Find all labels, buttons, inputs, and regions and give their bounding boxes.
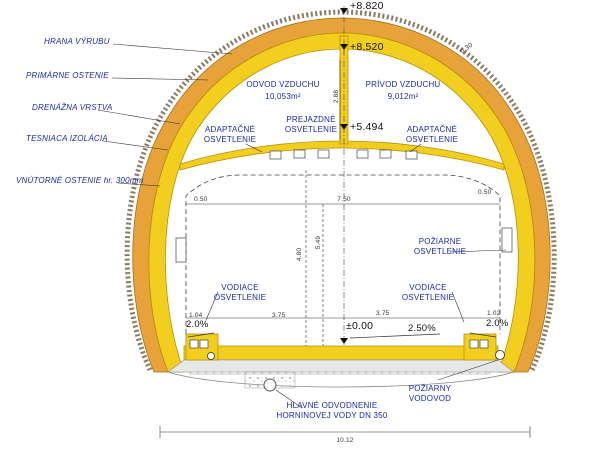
main-drain-pipe: [263, 378, 277, 392]
elevation-marker-top: [340, 8, 348, 14]
elevation-top: +8.820: [350, 0, 384, 12]
label-vnutorne-ostenie: VNÚTORNÉ OSTENIE hr. 300mm: [16, 176, 144, 185]
guide-lighting-right-l2: OSVETLENIE: [401, 293, 455, 302]
left-curb: [185, 333, 219, 361]
dimension-lines: [97, 43, 531, 438]
fire-lighting-l2: OSVETLENIE: [413, 247, 467, 256]
dim-clearance-width: 7.50: [337, 196, 351, 203]
elevation-road: ±0.00: [346, 320, 374, 332]
exhaust-label: ODVOD VZDUCHU: [246, 80, 320, 89]
elevation-marker-deck: [340, 124, 348, 130]
exhaust-area: 10,053m²: [265, 92, 301, 101]
slope-left: 2.0%: [186, 319, 209, 330]
elevation-marker-road: [340, 338, 348, 344]
label-drenazna-vrstva: DRENÁŽNA VRSTVA: [32, 103, 113, 112]
ceiling-lights: [269, 149, 418, 160]
dim-lane-right: 3.75: [376, 310, 390, 317]
dim-total-width: 10.12: [336, 437, 354, 444]
dim-height-inner: 4.80: [296, 247, 304, 262]
fire-light-right: [501, 227, 513, 253]
transit-lighting-l2: OSVETLENIE: [284, 125, 338, 134]
ceiling-deck: [179, 140, 505, 171]
slope-arrow-left: [187, 332, 215, 338]
clearance-profile: [185, 174, 501, 334]
right-curb: [463, 333, 505, 361]
slope-arrow-right: [469, 332, 497, 338]
supply-area: 9,012m²: [387, 92, 419, 101]
dim-height-total: 5.49: [315, 235, 323, 250]
dim-lane-left: 3.75: [272, 312, 286, 319]
road-slab: [183, 345, 499, 361]
dim-sidewalk-left: 1.04: [189, 312, 203, 319]
adaptive-lighting-left-l2: OSVETLENIE: [203, 135, 257, 144]
fire-lighting-l1: POŽIARNE: [418, 237, 462, 246]
dim-side-left: 0.50: [194, 196, 208, 203]
fire-light-left: [175, 237, 187, 263]
fire-main-l1: POŽIARNY: [408, 384, 452, 393]
adaptive-lighting-left-l1: ADAPTAČNÉ: [204, 125, 256, 134]
label-hrana-vyrubu: HRANA VÝRUBU: [44, 37, 110, 46]
guide-lighting-left-l1: VODIACE: [221, 283, 259, 292]
adaptive-lighting-right-l1: ADAPTAČNÉ: [406, 125, 458, 134]
supply-label: PRÍVOD VZDUCHU: [365, 80, 441, 89]
elevation-marker-ceiling: [340, 44, 348, 50]
transit-lighting-l1: PREJAZDNÉ: [286, 115, 336, 124]
adaptive-lighting-right-l2: OSVETLENIE: [405, 135, 459, 144]
dim-duct-height: 2.88: [333, 89, 341, 104]
slope-right: 2.0%: [486, 318, 509, 329]
label-primarne-ostenie: PRIMÁRNE OSTENIE: [26, 71, 109, 80]
slope-middle: 2.50%: [408, 323, 436, 334]
elevation-deck: +5.494: [350, 121, 384, 133]
elevation-ceiling: +8.520: [350, 41, 384, 53]
main-drainage-l2: HORNINOVEJ VODY DN 350: [276, 411, 388, 420]
dim-side-right: 0.50: [478, 189, 492, 196]
label-tesniaca-izolacia: TESNIACA IZOLÁCIA: [26, 134, 108, 143]
guide-lighting-left-l2: OSVETLENIE: [213, 293, 267, 302]
slope-arrow-middle: [349, 333, 441, 339]
main-drainage-l1: HLAVNÉ ODVODNENIE: [286, 401, 378, 410]
invert: [150, 372, 530, 395]
guide-lighting-right-l1: VODIACE: [409, 283, 447, 292]
dim-sidewalk-right: 1.02: [487, 310, 501, 317]
fire-main-l2: VODOVOD: [408, 394, 452, 403]
